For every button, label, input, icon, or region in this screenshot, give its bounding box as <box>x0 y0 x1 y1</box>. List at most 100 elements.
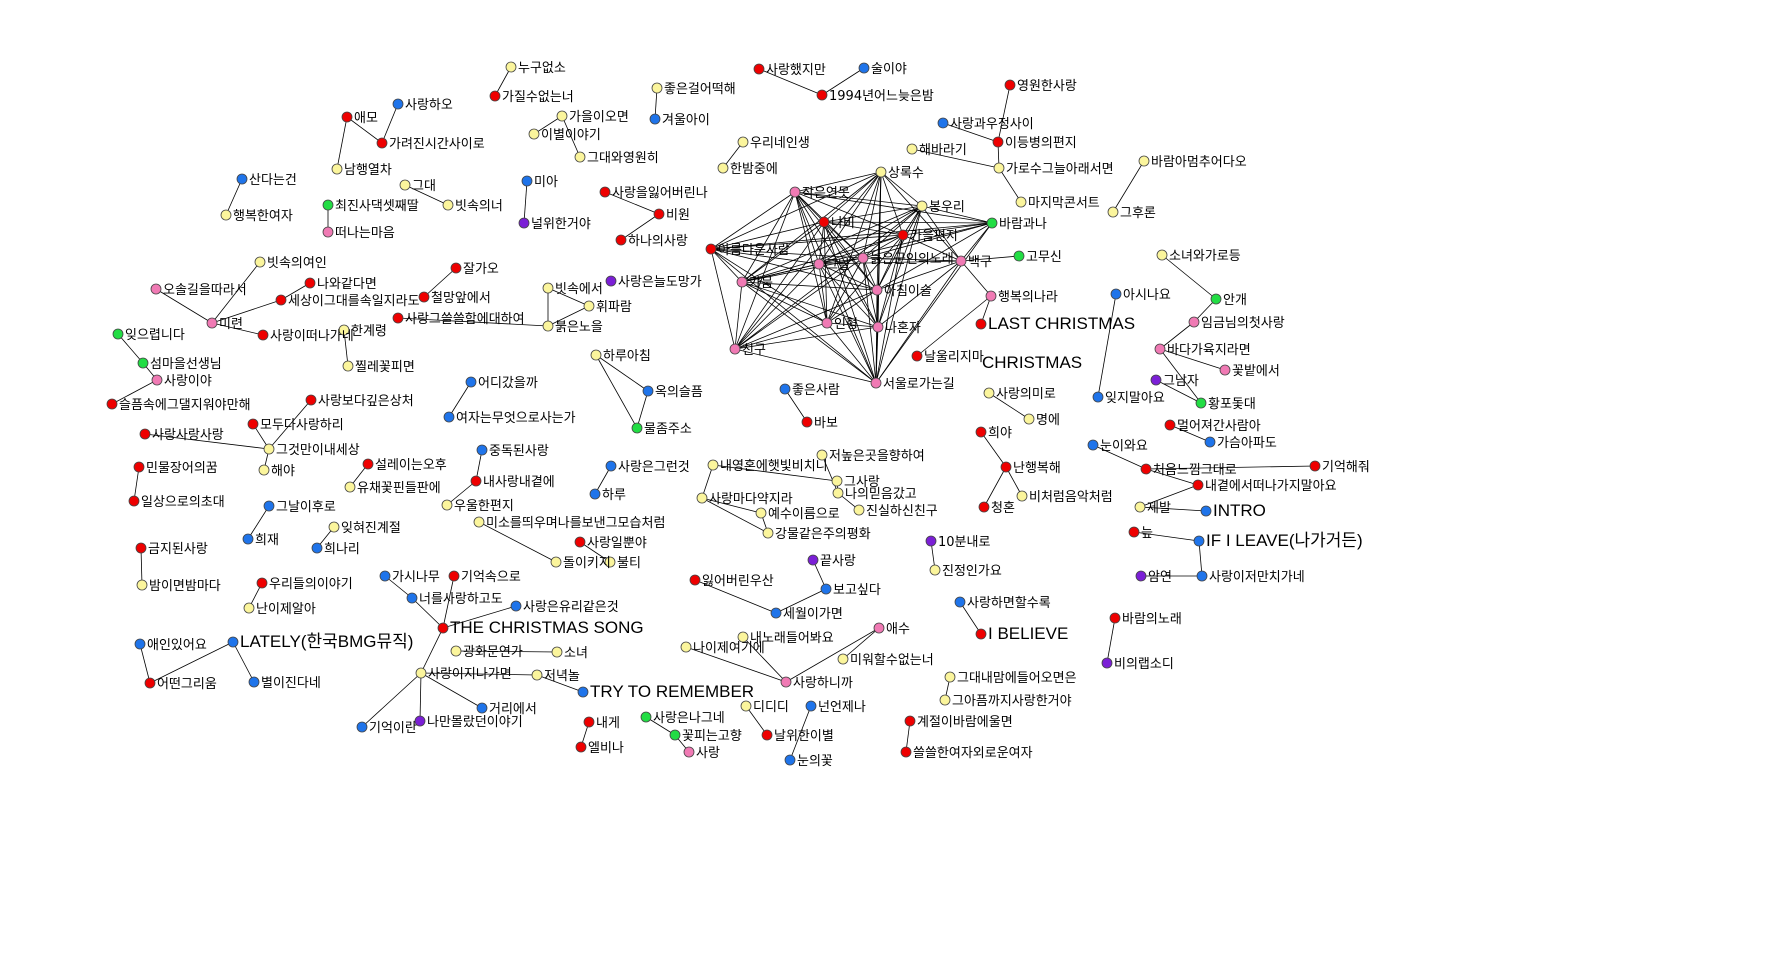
edge-n66-n71 <box>734 326 879 350</box>
edge-n26-n39 <box>794 191 904 236</box>
node-n34 <box>653 208 665 220</box>
edge-n130-n133 <box>1133 531 1200 542</box>
node-n64 <box>821 317 833 329</box>
node-label-n28: 최진사댁셋째딸 <box>335 199 419 214</box>
node-label-n115: 하루 <box>602 488 626 503</box>
node-label-n67: 임금님의첫사랑 <box>1201 316 1285 331</box>
edge-n11-n13 <box>561 115 581 158</box>
node-n3 <box>858 62 870 74</box>
node-label-n65: LAST CHRISTMAS <box>988 314 1135 333</box>
node-n101 <box>476 444 488 456</box>
node-label-n87: 사랑보다깊은상처 <box>318 394 414 409</box>
node-label-n64: 인형 <box>834 317 858 332</box>
node-label-n6: 겨울아이 <box>662 113 710 128</box>
edge-n18-n31 <box>998 167 1022 203</box>
node-label-n37: 바람과나 <box>999 217 1047 232</box>
edge-n32-n66 <box>877 205 923 328</box>
node-n15 <box>992 136 1004 148</box>
node-label-n112: 그사랑 <box>844 475 880 490</box>
node-n39 <box>897 229 909 241</box>
node-n135 <box>135 542 147 554</box>
edge-n121-n126 <box>1139 506 1207 512</box>
edge-n9-n10 <box>381 103 399 144</box>
node-label-n11: 가을이오면 <box>569 110 629 125</box>
node-label-n106: 난행복해 <box>1013 460 1061 476</box>
edge-n155-n166 <box>420 627 444 674</box>
node-label-n125: 예수이름으로 <box>768 507 840 522</box>
node-n132 <box>925 535 937 547</box>
node-label-n25: 상록수 <box>888 166 924 181</box>
node-label-n119: 일상으로의초대 <box>141 495 225 510</box>
node-n22 <box>236 173 248 185</box>
edge-n114-n121 <box>1139 484 1199 508</box>
node-n82 <box>465 376 477 388</box>
node-n26 <box>789 186 801 198</box>
edge-n34-n40 <box>620 213 660 241</box>
edge-n32-n37 <box>921 205 993 224</box>
node-label-n148: 우리들의이야기 <box>269 577 353 592</box>
edge-n109-n119 <box>133 466 140 502</box>
node-n144 <box>448 570 460 582</box>
node-n85 <box>983 387 995 399</box>
edge-n11-n12 <box>533 115 563 135</box>
edge-n81-n44 <box>875 260 962 384</box>
edge-n43-n54 <box>818 263 878 291</box>
node-n171 <box>780 676 792 688</box>
edge-n124-n131 <box>247 505 270 540</box>
node-n138 <box>604 556 616 568</box>
node-label-n40: 하나의사랑 <box>628 234 688 249</box>
node-n52 <box>150 283 162 295</box>
node-label-n68: 잊으렵니다 <box>125 328 185 343</box>
node-n95 <box>631 422 643 434</box>
edge-n66-n44 <box>877 260 962 328</box>
node-n68 <box>112 328 124 340</box>
node-label-n86: 잊지말아요 <box>1105 391 1165 406</box>
node-label-n1: 가질수없는너 <box>502 90 574 105</box>
edge-n14-n15 <box>942 122 999 143</box>
edge-n72-n78 <box>1159 348 1226 371</box>
node-n65 <box>975 318 987 330</box>
node-label-n157: I BELIEVE <box>988 624 1068 643</box>
node-label-n97: 사랑사랑사랑 <box>152 428 224 443</box>
node-n23 <box>399 179 411 191</box>
node-n166 <box>415 667 427 679</box>
node-n0 <box>505 61 517 73</box>
node-n14 <box>937 117 949 129</box>
node-label-n75: 하루아침 <box>603 349 651 364</box>
edge-n39-n41 <box>710 234 904 250</box>
node-n182 <box>669 729 681 741</box>
node-label-n149: 너를사랑하고도 <box>419 592 503 607</box>
edge-n48-n59 <box>423 267 457 298</box>
node-label-n93: 모두다사랑하리 <box>260 418 344 433</box>
node-n108 <box>1309 460 1321 472</box>
node-n143 <box>379 570 391 582</box>
node-n87 <box>305 394 317 406</box>
edge-n66-n81 <box>875 326 879 384</box>
node-n179 <box>414 715 426 727</box>
edge-n96-n106 <box>980 431 1007 468</box>
node-label-n187: 눈의꽃 <box>797 754 833 769</box>
node-label-n116: 나의믿음갔고 <box>845 487 917 502</box>
node-label-n167: 저녁놀 <box>544 669 580 684</box>
edge-n32-n81 <box>875 205 923 384</box>
edge-n43-n71 <box>734 263 820 350</box>
node-label-n56: 아시나요 <box>1123 288 1171 303</box>
node-n167 <box>531 669 543 681</box>
node-n139 <box>807 554 819 566</box>
node-n93 <box>247 418 259 430</box>
edge-n19-n33 <box>1112 160 1145 213</box>
node-label-n126: INTRO <box>1213 501 1266 520</box>
edge-n94-n98 <box>1169 424 1211 443</box>
edge-n105-n112 <box>712 464 838 482</box>
edge-n127-n137 <box>478 521 557 563</box>
edge-n54-n37 <box>876 222 993 291</box>
edge-n0-n1 <box>494 66 512 97</box>
node-label-n96: 희야 <box>988 426 1012 441</box>
node-n99 <box>263 443 275 455</box>
node-n20 <box>331 163 343 175</box>
edge-n16-n21 <box>722 141 744 169</box>
node-label-n131: 희재 <box>255 533 279 548</box>
edge-n160-n171 <box>742 636 787 683</box>
node-n155 <box>437 622 449 634</box>
node-n86 <box>1092 391 1104 403</box>
